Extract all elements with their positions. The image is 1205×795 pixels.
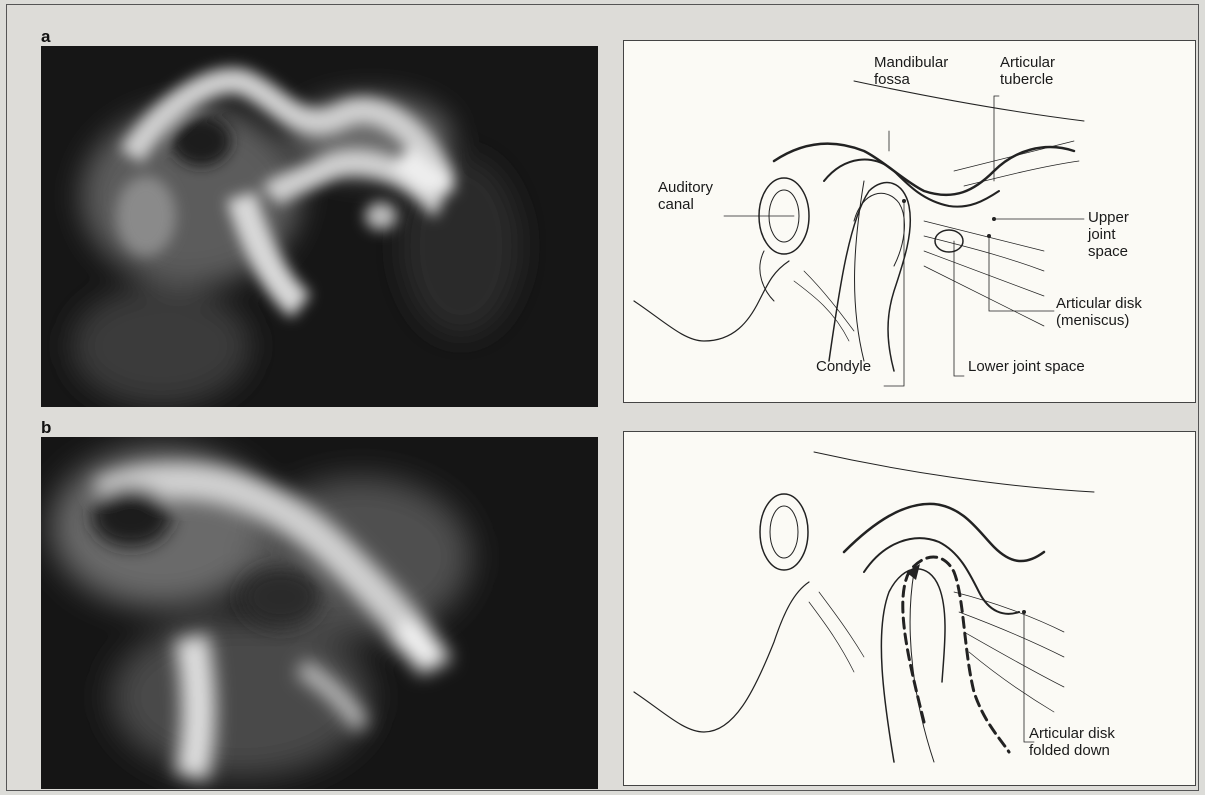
radiograph-b xyxy=(41,437,598,789)
label-lower-joint-space: Lower joint space xyxy=(968,358,1085,375)
label-articular-tubercle: Articular tubercle xyxy=(1000,54,1055,88)
panel-letter-a: a xyxy=(41,27,50,47)
diagram-b-displaced-disk: Articular disk folded down xyxy=(623,431,1196,786)
label-articular-disk: Articular disk (meniscus) xyxy=(1056,295,1142,329)
panel-letter-b: b xyxy=(41,418,51,438)
label-upper-joint-space: Upper joint space xyxy=(1088,209,1129,260)
figure-frame: a xyxy=(6,4,1199,791)
label-mandibular-fossa: Mandibular fossa xyxy=(874,54,948,88)
label-articular-disk-folded: Articular disk folded down xyxy=(1029,725,1115,759)
diagram-a-normal-joint: Mandibular fossa Articular tubercle Audi… xyxy=(623,40,1196,403)
radiograph-a xyxy=(41,46,598,407)
label-auditory-canal: Auditory canal xyxy=(658,179,713,213)
label-condyle: Condyle xyxy=(816,358,871,375)
